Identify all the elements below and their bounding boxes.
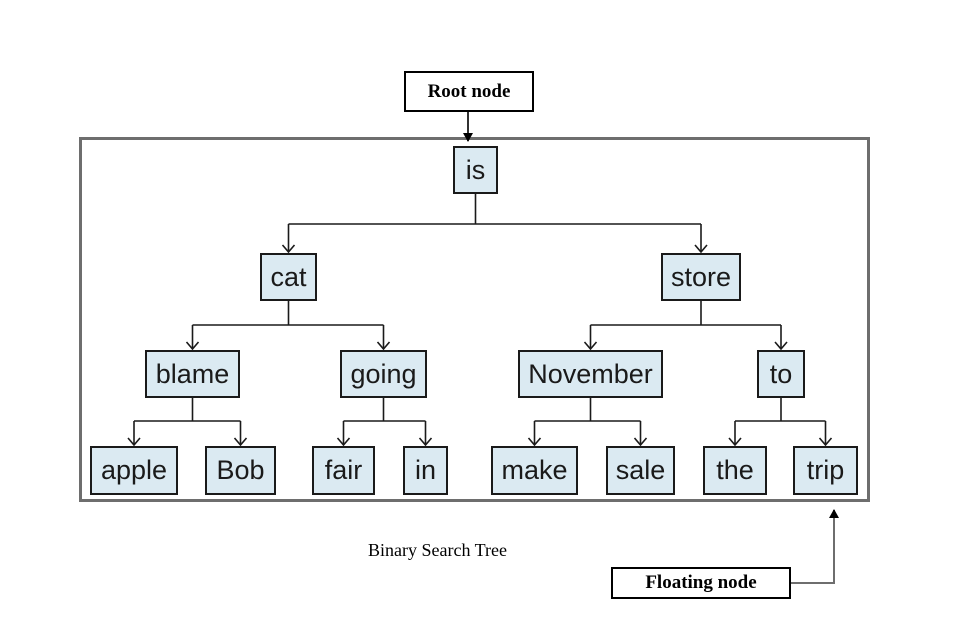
- tree-frame: [79, 137, 870, 502]
- floating-node-label: Floating node: [611, 567, 791, 599]
- diagram-caption: Binary Search Tree: [368, 540, 507, 560]
- tree-node-bob: Bob: [205, 446, 276, 495]
- tree-node-going: going: [340, 350, 427, 398]
- tree-node-sale: sale: [606, 446, 675, 495]
- root-node-label-text: Root node: [427, 80, 511, 102]
- tree-node-is: is: [453, 146, 498, 194]
- tree-node-the: the: [703, 446, 767, 495]
- tree-node-in: in: [403, 446, 448, 495]
- tree-node-to: to: [757, 350, 805, 398]
- tree-node-store: store: [661, 253, 741, 301]
- tree-node-apple: apple: [90, 446, 178, 495]
- floating-node-arrow: [791, 509, 839, 584]
- tree-node-fair: fair: [312, 446, 375, 495]
- tree-node-make: make: [491, 446, 578, 495]
- tree-node-blame: blame: [145, 350, 240, 398]
- tree-node-trip: trip: [793, 446, 858, 495]
- tree-node-cat: cat: [260, 253, 317, 301]
- floating-node-label-text: Floating node: [645, 572, 757, 593]
- root-node-label: Root node: [404, 71, 534, 112]
- tree-node-november: November: [518, 350, 663, 398]
